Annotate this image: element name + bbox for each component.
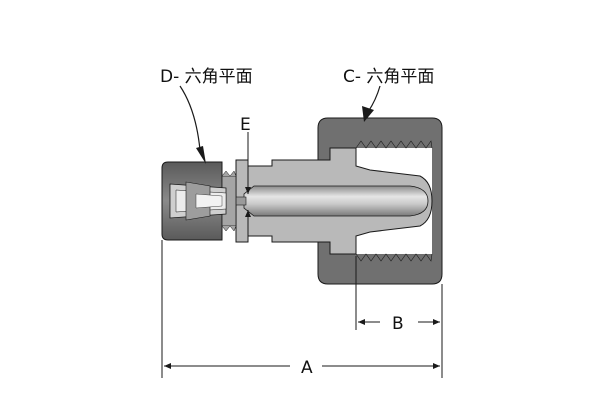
label-a: A [301,358,313,378]
label-b: B [392,314,404,334]
label-e: E [240,115,251,135]
dimension-e: E [240,115,251,242]
male-nut-section [161,161,237,241]
dimension-b: B [355,256,443,378]
leader-d: D- 六角平面 [160,67,253,164]
central-body [227,147,433,255]
label-c-hex: C- 六角平面 [343,67,434,87]
label-d-hex: D- 六角平面 [160,67,253,87]
leader-c: C- 六角平面 [343,67,434,122]
dimension-a: A [161,240,440,378]
